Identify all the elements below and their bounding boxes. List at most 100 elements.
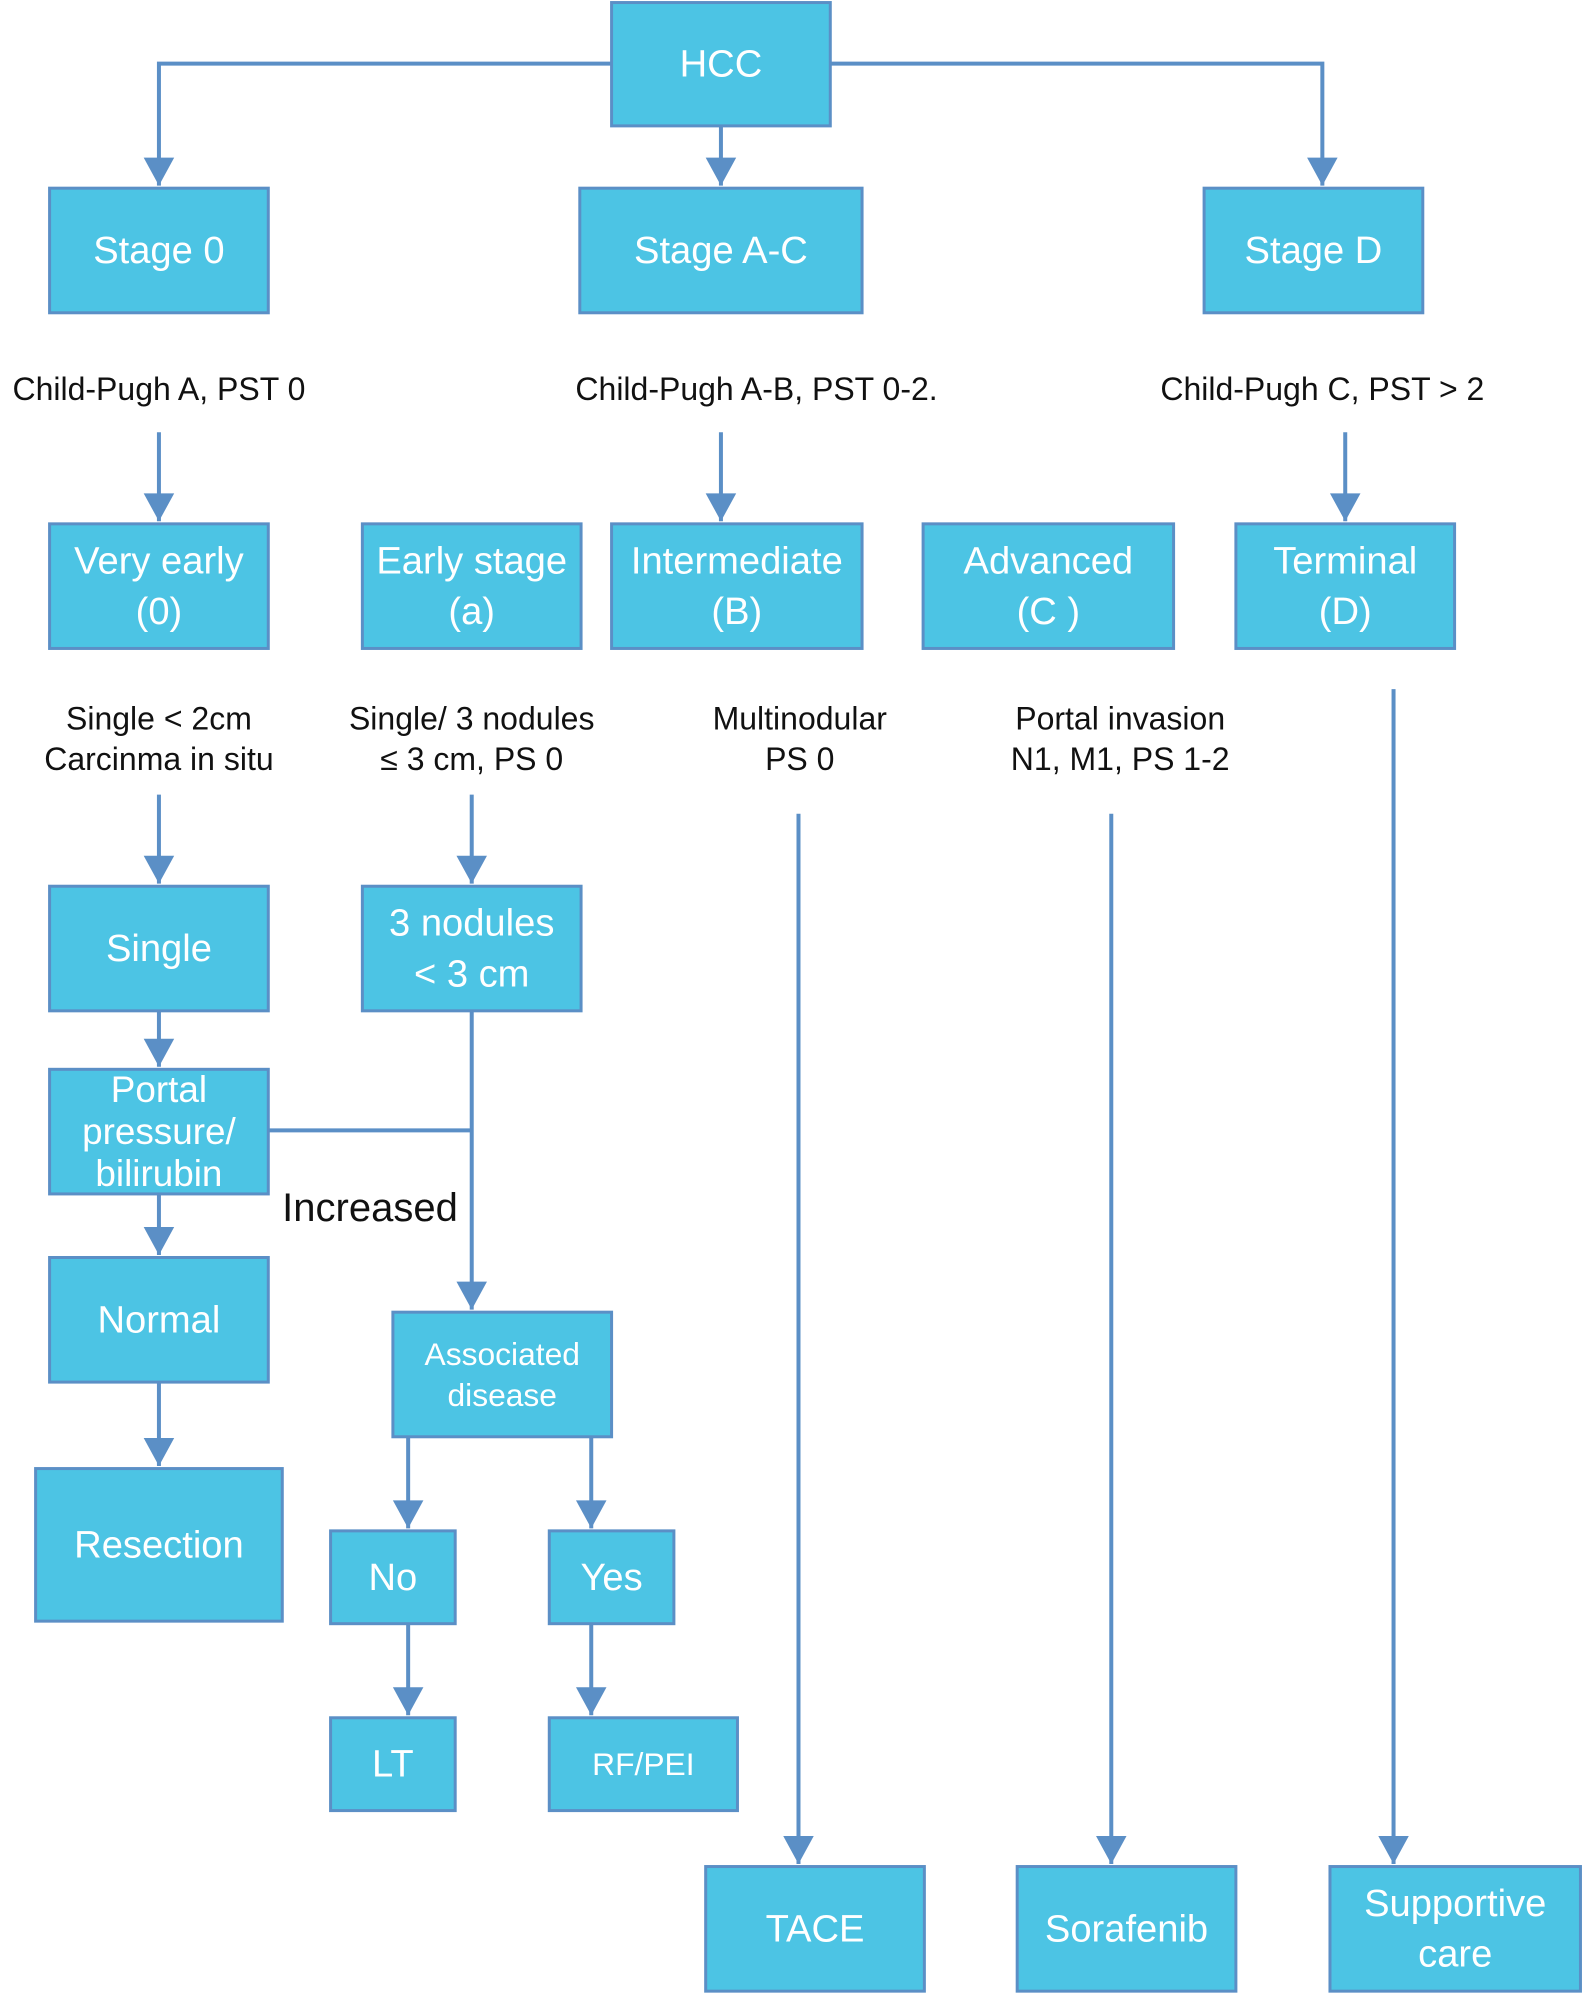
node-text: RF/PEI <box>592 1746 694 1782</box>
arrowhead <box>392 1687 424 1716</box>
arrowhead <box>1307 157 1338 186</box>
node-box <box>329 1716 457 1813</box>
node-box <box>391 1310 614 1439</box>
node-text: (C ) <box>1017 590 1081 633</box>
node-stage-d: Stage D <box>1202 186 1425 315</box>
arrowhead <box>143 1438 175 1467</box>
node-text: Stage 0 <box>93 229 224 272</box>
node-rf-pei: RF/PEI <box>547 1716 739 1813</box>
node-box <box>578 186 864 315</box>
node-text: 3 nodules <box>389 902 554 945</box>
node-text: Stage A-C <box>634 229 808 272</box>
node-sorafenib: Sorafenib <box>1015 1865 1238 1993</box>
node-text: (0) <box>136 590 183 633</box>
node-very-early: Very early(0) <box>48 522 270 650</box>
node-box <box>1328 1865 1582 1993</box>
node-box <box>1015 1865 1238 1993</box>
node-box <box>610 1 832 128</box>
node-box <box>360 884 583 1013</box>
label-text: Single/ 3 nodules <box>349 700 595 736</box>
label-text: Single < 2cm <box>66 700 252 736</box>
node-text: Single <box>106 927 212 970</box>
arrowhead <box>575 1687 607 1716</box>
node-box <box>48 884 270 1013</box>
node-text: pressure/ <box>82 1111 236 1152</box>
node-tace: TACE <box>704 1865 926 1993</box>
node-text: Yes <box>580 1556 642 1599</box>
label-text: ≤ 3 cm, PS 0 <box>380 741 563 777</box>
node-box <box>1234 522 1457 650</box>
node-text: (a) <box>448 590 495 633</box>
label-text: Child-Pugh A, PST 0 <box>12 371 305 407</box>
node-text: Stage D <box>1245 229 1383 272</box>
arrowhead <box>143 1226 175 1255</box>
label-text: N1, M1, PS 1-2 <box>1011 741 1230 777</box>
label-text: PS 0 <box>765 741 834 777</box>
arrowhead <box>143 855 175 884</box>
arrowhead <box>1378 1836 1409 1864</box>
node-resection: Resection <box>34 1467 284 1623</box>
node-three-nodules: 3 nodules < 3 cm <box>360 884 583 1013</box>
connectors <box>143 61 1409 1864</box>
node-text: Intermediate <box>631 539 843 582</box>
node-box <box>48 1255 270 1384</box>
node-normal: Normal <box>48 1255 270 1384</box>
node-stage-0: Stage 0 <box>48 186 270 315</box>
node-box <box>360 522 583 650</box>
arrowhead <box>575 1500 607 1529</box>
node-text: Supportive <box>1364 1882 1546 1925</box>
node-text: < 3 cm <box>414 952 529 995</box>
arrowhead <box>1329 493 1361 522</box>
node-box <box>48 186 270 315</box>
node-text: Portal <box>111 1069 207 1110</box>
node-box <box>48 522 270 650</box>
node-text: Associated <box>425 1336 580 1372</box>
label-text: Increased <box>282 1186 458 1230</box>
node-stage-ac: Stage A-C <box>578 186 864 315</box>
node-text: Normal <box>97 1298 220 1341</box>
arrowhead <box>143 493 175 522</box>
arrowhead <box>143 1038 175 1067</box>
node-box <box>329 1529 457 1626</box>
arrowhead <box>456 855 487 884</box>
node-box <box>547 1716 739 1813</box>
node-hcc: HCC <box>610 1 832 128</box>
node-text: Resection <box>74 1523 244 1566</box>
arrowhead <box>705 157 737 186</box>
node-text: bilirubin <box>95 1153 222 1194</box>
label-desc-early: Single/ 3 nodules ≤ 3 cm, PS 0 <box>349 700 595 777</box>
label-text: Carcinma in situ <box>44 741 273 777</box>
node-text: Early stage <box>376 539 567 582</box>
node-text: disease <box>447 1377 557 1413</box>
node-yes: Yes <box>547 1529 676 1626</box>
node-early-stage: Early stage (a) <box>360 522 583 650</box>
node-text: No <box>369 1556 418 1599</box>
node-box <box>547 1529 676 1626</box>
label-text: Child-Pugh C, PST > 2 <box>1160 371 1484 407</box>
node-lt: LT <box>329 1716 457 1813</box>
node-box <box>704 1865 926 1993</box>
arrowhead <box>705 493 737 522</box>
label-text: Multinodular <box>713 700 888 736</box>
node-single: Single <box>48 884 270 1013</box>
arrowhead <box>392 1500 424 1529</box>
node-text: (B) <box>711 590 762 633</box>
arrowhead <box>456 1281 487 1310</box>
label-increased: Increased <box>282 1186 458 1230</box>
node-terminal: Terminal(D) <box>1234 522 1457 650</box>
nodes: HCC Stage 0 Stage A-C Stage D Very early(0) E… <box>34 1 1582 1993</box>
connector-line <box>830 61 1325 186</box>
node-box <box>1202 186 1425 315</box>
arrowhead <box>1096 1836 1127 1864</box>
node-advanced: Advanced(C ) <box>921 522 1176 650</box>
node-box <box>610 522 864 650</box>
label-desc-intermediate: Multinodular PS 0 <box>713 700 888 777</box>
node-text: LT <box>372 1743 414 1786</box>
node-text: HCC <box>680 43 763 86</box>
node-box <box>921 522 1176 650</box>
